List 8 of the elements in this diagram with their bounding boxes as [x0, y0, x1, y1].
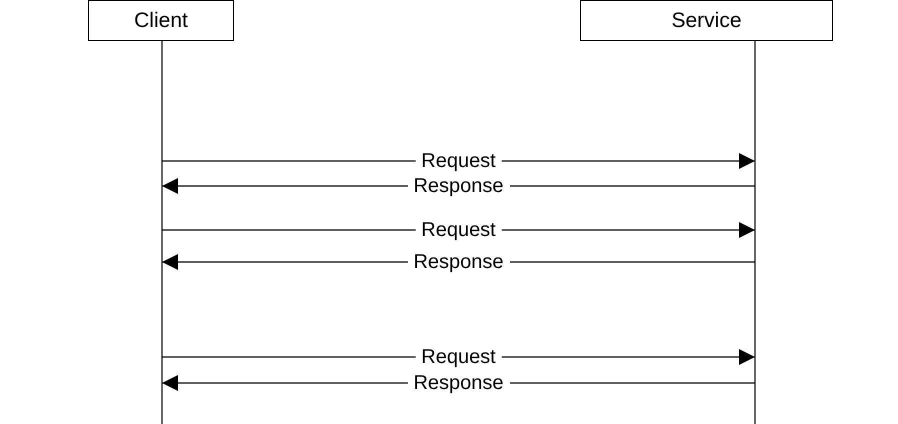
participant-box: Client	[88, 0, 234, 41]
edge-label: Response	[407, 251, 510, 273]
edge-label: Request	[415, 219, 502, 241]
participant-box: Service	[580, 0, 833, 41]
edge-label: Request	[415, 346, 502, 368]
edge-label: Response	[407, 175, 510, 197]
edge-label: Request	[415, 150, 502, 172]
edge-label: Response	[407, 372, 510, 394]
